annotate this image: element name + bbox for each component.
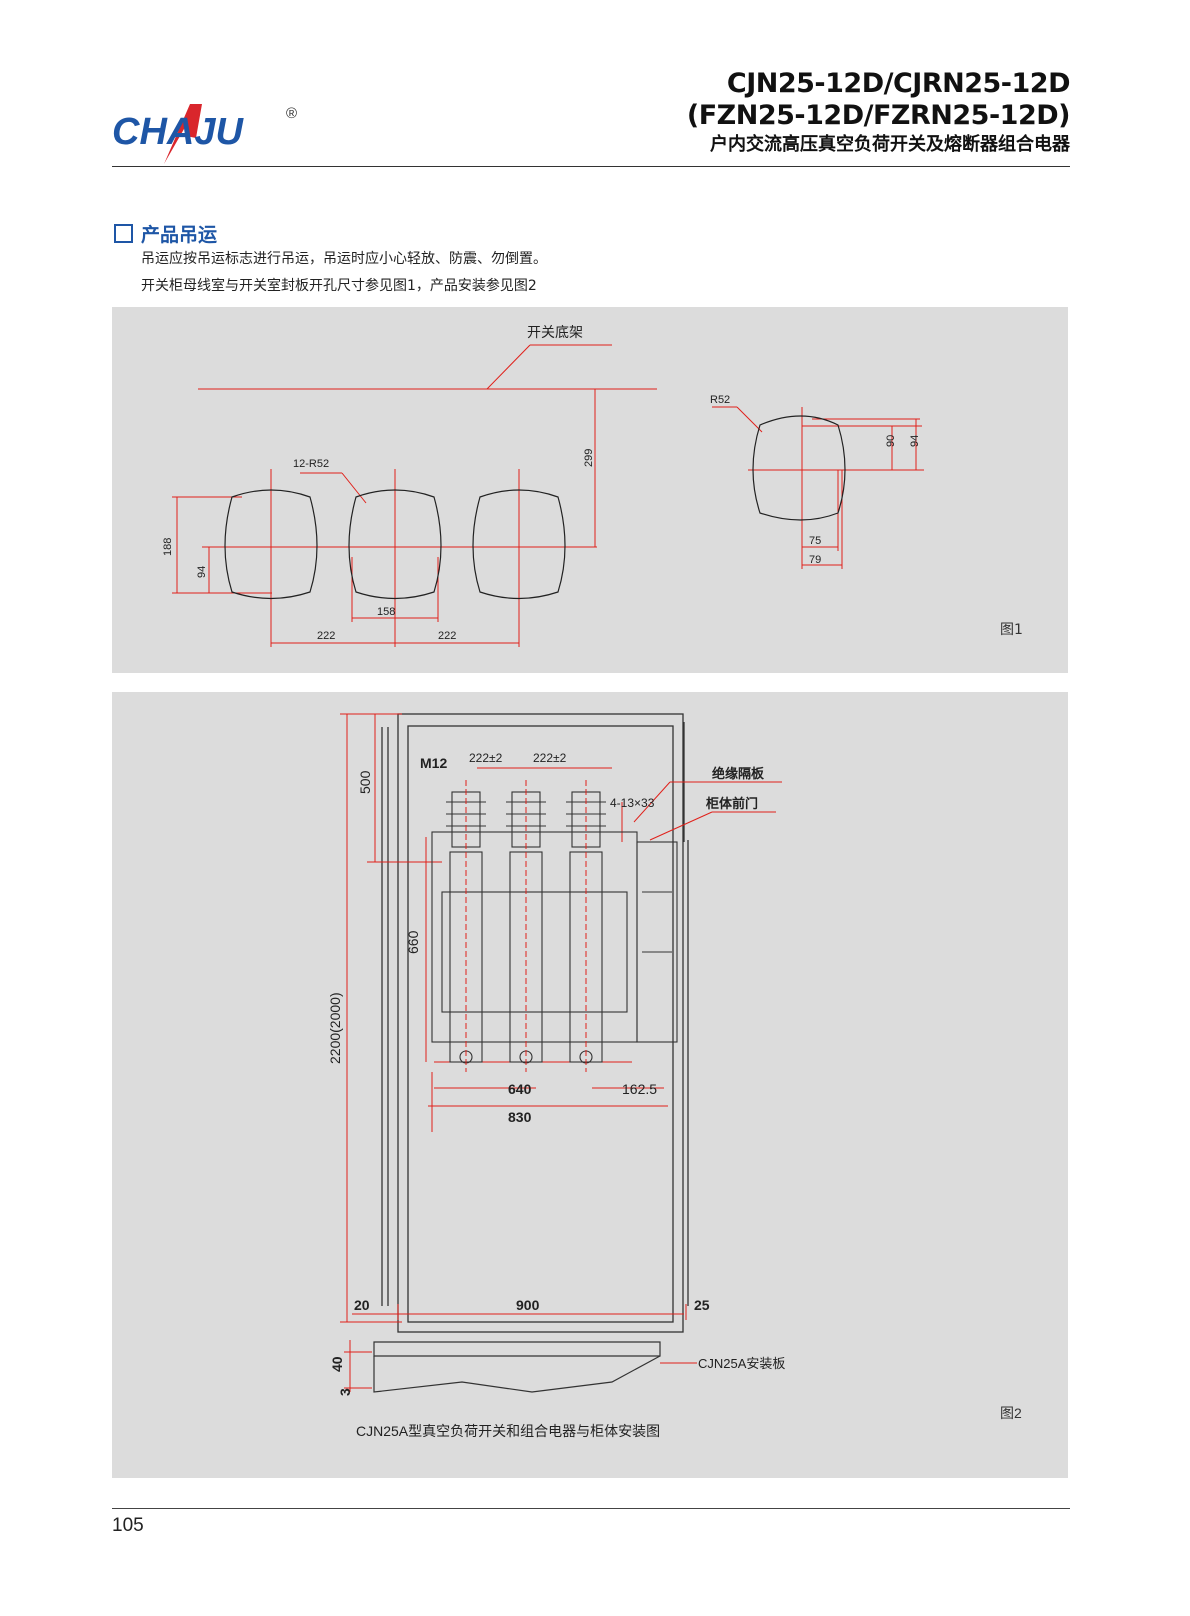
figure-1-dimension-labels: 开关底架 12-R52 188 94 158 222 222 299 R52 9…	[162, 324, 921, 642]
dim-188-label: 188	[162, 538, 174, 556]
brand-logo-mark: CHAJU ®	[112, 104, 297, 164]
paragraph-lifting: 吊运应按吊运标志进行吊运，吊运时应小心轻放、防震、勿倒置。	[141, 251, 547, 267]
dim-640-label: 640	[508, 1081, 532, 1097]
product-subtitle: 户内交流高压真空负荷开关及熔断器组合电器	[710, 134, 1070, 155]
figure-1-dimension-lines	[172, 344, 924, 647]
dim-2200-label: 2200(2000)	[327, 992, 343, 1064]
dim-94-left-label: 94	[196, 566, 208, 578]
dim-830-label: 830	[508, 1109, 532, 1125]
figure-2-label: 图2	[1000, 1405, 1022, 1421]
registered-mark: ®	[286, 105, 297, 122]
switch-assembly	[431, 791, 678, 1064]
figure-2-dimension-labels: M12 222±2 222±2 4-13×33 绝缘隔板 柜体前门 500 66…	[327, 751, 765, 1396]
figure-2-dimension-lines	[340, 713, 782, 1392]
figure-1-hole-outlines	[224, 415, 846, 600]
figure-1-label: 图1	[1000, 622, 1023, 638]
square-bullet-icon	[114, 224, 133, 243]
section-title: 产品吊运	[141, 224, 218, 246]
label-insulation-barrier: 绝缘隔板	[712, 766, 765, 781]
header-titles: CJN25-12D/CJRN25-12D (FZN25-12D/FZRN25-1…	[686, 68, 1071, 158]
figure-1-panel: 开关底架 12-R52 188 94 158 222 222 299 R52 9…	[112, 307, 1068, 673]
paragraph-reference: 开关柜母线室与开关室封板开孔尺寸参见图1，产品安装参见图2	[141, 278, 537, 294]
cabinet-outline	[381, 713, 689, 1333]
detail-79-label: 79	[809, 554, 821, 566]
dim-222-2-label: 222±2	[533, 751, 567, 765]
brand-logo: CHAJU ®	[112, 98, 312, 168]
dim-20-label: 20	[354, 1297, 370, 1313]
dim-162-5-label: 162.5	[622, 1081, 657, 1097]
callout-frame-label: 开关底架	[527, 324, 583, 340]
logo-brand-text: CHAJU	[112, 111, 244, 153]
detail-90-label: 90	[885, 435, 897, 447]
label-mount-plate: CJN25A安装板	[698, 1356, 785, 1371]
section-heading: 产品吊运	[114, 220, 217, 247]
mount-plate	[373, 1341, 661, 1393]
detail-75-label: 75	[809, 535, 821, 547]
model-line-1: CJN25-12D/CJRN25-12D	[726, 68, 1071, 99]
dim-222-1-label: 222±2	[469, 751, 503, 765]
dim-25-label: 25	[694, 1297, 710, 1313]
figure-2-drawing: M12 222±2 222±2 4-13×33 绝缘隔板 柜体前门 500 66…	[327, 713, 1022, 1439]
dim-660-label: 660	[405, 930, 421, 954]
label-front-door: 柜体前门	[705, 796, 758, 811]
figure-2-caption: CJN25A型真空负荷开关和组合电器与柜体安装图	[356, 1423, 660, 1439]
figure-2-panel: M12 222±2 222±2 4-13×33 绝缘隔板 柜体前门 500 66…	[112, 692, 1068, 1478]
page-number: 105	[112, 1515, 144, 1536]
dim-900-label: 900	[516, 1297, 540, 1313]
callout-hole-label: 12-R52	[293, 458, 329, 470]
dim-299-label: 299	[583, 449, 595, 467]
dim-40-label: 40	[329, 1356, 345, 1372]
dim-222-a-label: 222	[317, 630, 335, 642]
dim-158-label: 158	[377, 606, 395, 618]
model-line-2: (FZN25-12D/FZRN25-12D)	[686, 100, 1071, 131]
footer-divider	[112, 1508, 1070, 1509]
dim-m12-label: M12	[420, 755, 447, 771]
dim-4-13x33-label: 4-13×33	[610, 796, 655, 810]
detail-r52-label: R52	[710, 394, 730, 406]
figure-1-drawing: 开关底架 12-R52 188 94 158 222 222 299 R52 9…	[162, 324, 1023, 647]
logo-red-swoosh	[164, 104, 202, 164]
dim-500-label: 500	[357, 770, 373, 794]
detail-94-label: 94	[909, 435, 921, 447]
phase-centerlines	[465, 780, 587, 1072]
dim-222-b-label: 222	[438, 630, 456, 642]
header-divider	[112, 166, 1070, 167]
dim-3-label: 3	[337, 1388, 353, 1396]
